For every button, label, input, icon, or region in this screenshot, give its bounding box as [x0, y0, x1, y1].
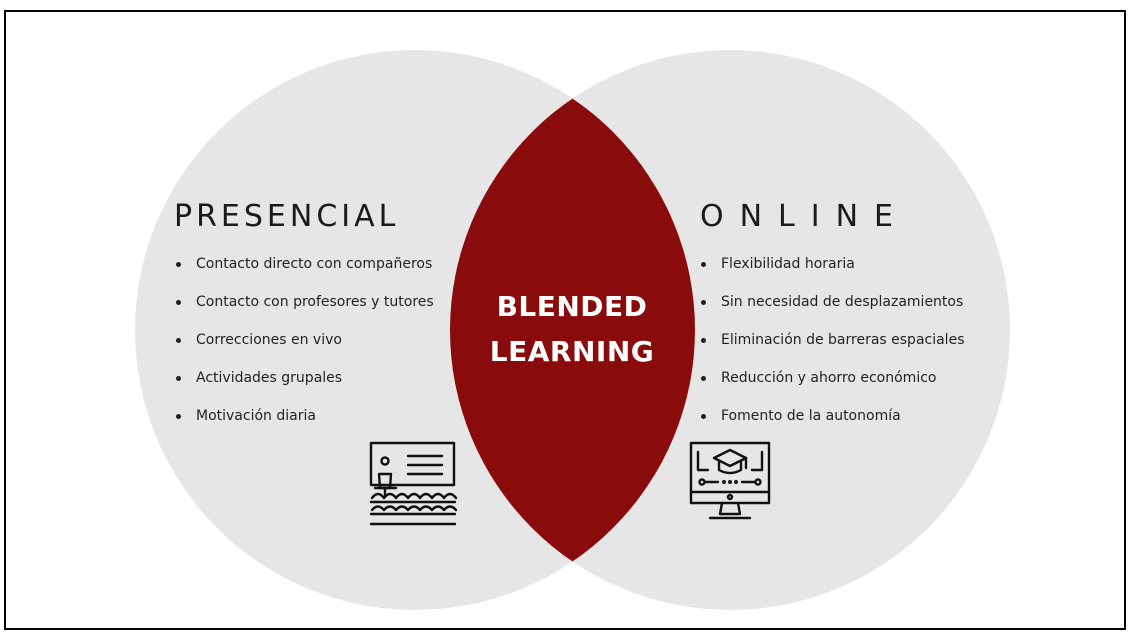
blended-label: BLENDED: [496, 290, 648, 323]
list-item: Eliminación de barreras espaciales: [698, 330, 964, 368]
presencial-list: Contacto directo con compañeros Contacto…: [173, 254, 434, 444]
list-item: Contacto directo con compañeros: [173, 254, 434, 292]
online-learning-icon: [689, 441, 771, 520]
intersection-lens: [450, 50, 695, 610]
online-title: ONLINE: [700, 199, 910, 234]
list-item: Fomento de la autonomía: [698, 406, 964, 444]
list-item: Reducción y ahorro económico: [698, 368, 964, 406]
online-list: Flexibilidad horaria Sin necesidad de de…: [698, 254, 964, 444]
classroom-icon: [369, 441, 458, 526]
list-item: Contacto con profesores y tutores: [173, 292, 434, 330]
list-item: Motivación diaria: [173, 406, 434, 444]
learning-label: LEARNING: [489, 335, 655, 368]
list-item: Correcciones en vivo: [173, 330, 434, 368]
list-item: Sin necesidad de desplazamientos: [698, 292, 964, 330]
list-item: Actividades grupales: [173, 368, 434, 406]
presencial-title: PRESENCIAL: [174, 199, 400, 234]
list-item: Flexibilidad horaria: [698, 254, 964, 292]
